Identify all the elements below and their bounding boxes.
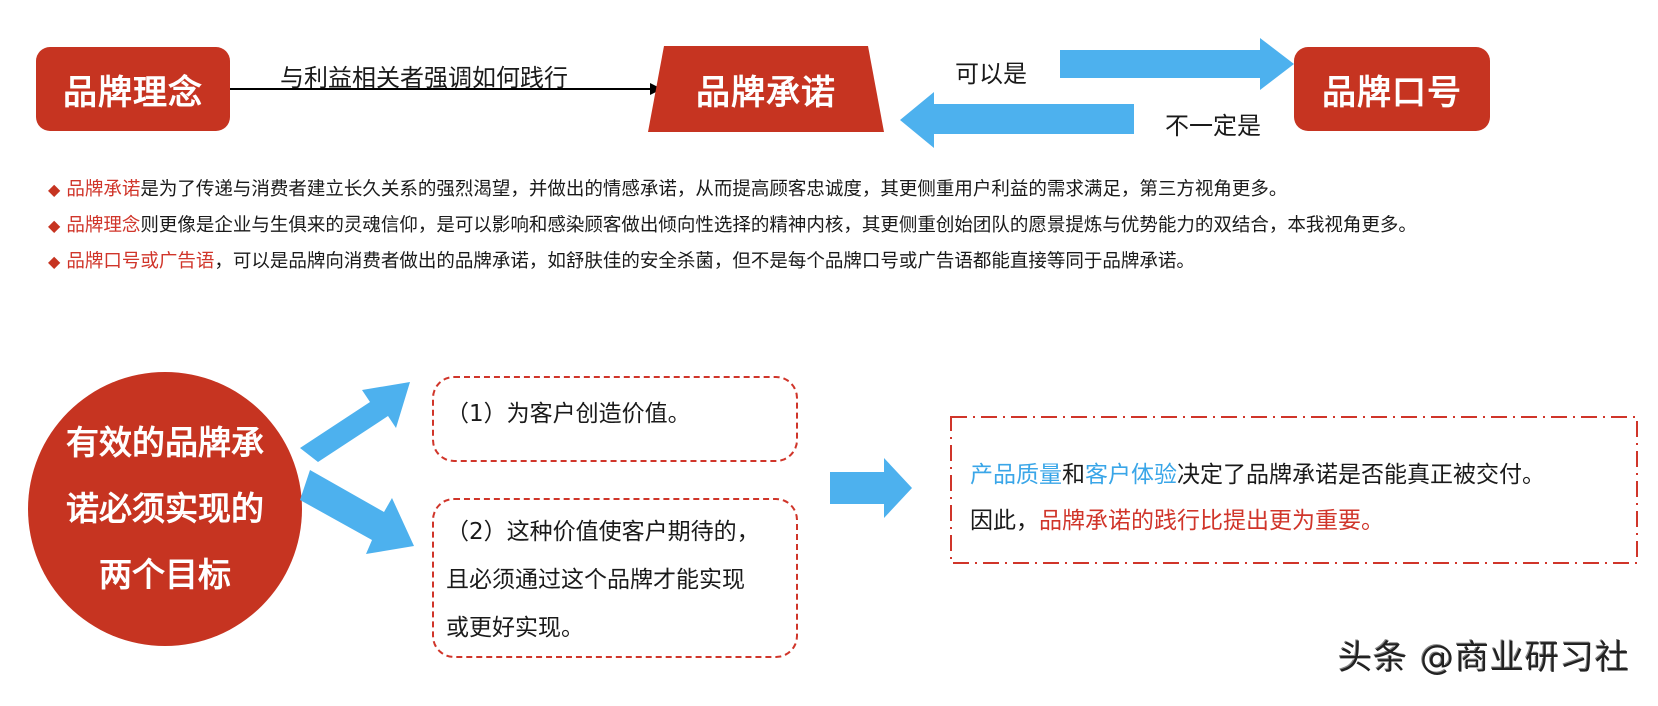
bullet-text: ，可以是品牌向消费者做出的品牌承诺，如舒肤佳的安全杀菌，但不是每个品牌口号或广告…: [214, 251, 1195, 272]
brand-promise-trapezoid: [648, 46, 884, 132]
definition-list: ◆ 品牌承诺是为了传递与消费者建立长久关系的强烈渴望，并做出的情感承诺，从而提高顾…: [48, 172, 1628, 280]
not-necessarily-label: 不一定是: [1165, 112, 1261, 140]
bullet-highlight: 品牌理念: [66, 215, 141, 236]
conjunction-text: 和: [1062, 462, 1085, 488]
brand-promise-label: 品牌承诺: [696, 72, 836, 113]
bullet-brand-slogan: ◆ 品牌口号或广告语，可以是品牌向消费者做出的品牌承诺，如舒肤佳的安全杀菌，但不是…: [48, 244, 1628, 280]
blue-arrow-right-icon: [830, 458, 912, 518]
bullet-brand-philosophy: ◆ 品牌理念则更像是企业与生俱来的灵魂信仰，是可以影响和感染顾客做出倾向性选择的精…: [48, 208, 1628, 244]
circle-line-3: 两个目标: [99, 555, 231, 594]
bullet-text: 是为了传递与消费者建立长久关系的强烈渴望，并做出的情感承诺，从而提高顾客忠诚度，…: [140, 179, 1288, 200]
conclusion-line-1: 产品质量和客户体验决定了品牌承诺是否能真正被交付。: [970, 452, 1545, 498]
bullet-brand-promise: ◆ 品牌承诺是为了传递与消费者建立长久关系的强烈渴望，并做出的情感承诺，从而提高顾…: [48, 172, 1628, 208]
customer-experience-highlight: 客户体验: [1085, 462, 1177, 488]
conclusion-box: 产品质量和客户体验决定了品牌承诺是否能真正被交付。 因此，品牌承诺的践行比提出更…: [950, 416, 1638, 564]
key-takeaway-highlight: 品牌承诺的践行比提出更为重要。: [1039, 508, 1384, 534]
product-quality-highlight: 产品质量: [970, 462, 1062, 488]
circle-line-1: 有效的品牌承: [66, 423, 264, 462]
blue-arrow-right-icon: [1060, 38, 1294, 90]
blue-arrow-up-right-icon: [300, 382, 410, 462]
circle-line-2: 诺必须实现的: [66, 489, 264, 528]
conclusion-text: 产品质量和客户体验决定了品牌承诺是否能真正被交付。 因此，品牌承诺的践行比提出更…: [970, 452, 1545, 544]
goal-2-box: （2）这种价值使客户期待的， 且必须通过这个品牌才能实现 或更好实现。: [432, 498, 798, 658]
brand-philosophy-label: 品牌理念: [63, 72, 203, 113]
bullet-highlight: 品牌承诺: [66, 179, 141, 200]
bullet-highlight: 品牌口号或广告语: [66, 251, 215, 272]
bullet-text: 则更像是企业与生俱来的灵魂信仰，是可以影响和感染顾客做出倾向性选择的精神内核，其…: [140, 215, 1417, 236]
diamond-icon: ◆: [48, 216, 61, 235]
goal-1-box: （1）为客户创造价值。: [432, 376, 798, 462]
goal-1-text: （1）为客户创造价值。: [446, 401, 691, 427]
brand-slogan-box: 品牌口号: [1294, 47, 1490, 131]
therefore-text: 因此，: [970, 508, 1039, 534]
brand-philosophy-box: 品牌理念: [36, 47, 230, 131]
diamond-icon: ◆: [48, 252, 61, 271]
can-be-label: 可以是: [955, 60, 1027, 88]
goal-2-line-1: （2）这种价值使客户期待的，: [446, 519, 760, 545]
goal-2-line-2: 且必须通过这个品牌才能实现: [446, 567, 745, 593]
blue-arrow-left-icon: [900, 92, 1134, 148]
brand-slogan-label: 品牌口号: [1322, 72, 1462, 113]
blue-arrow-down-right-icon: [300, 470, 414, 554]
arrow-right-icon: [230, 83, 662, 95]
diamond-icon: ◆: [48, 180, 61, 199]
watermark: 头条 @商业研习社: [1338, 638, 1630, 678]
conclusion-line-1-rest: 决定了品牌承诺是否能真正被交付。: [1177, 462, 1545, 488]
dash-dot-border: [950, 416, 1638, 564]
conclusion-line-2: 因此，品牌承诺的践行比提出更为重要。: [970, 498, 1545, 544]
arrow-label-how-to-practice: 与利益相关者强调如何践行: [280, 64, 568, 92]
two-goals-circle: 有效的品牌承 诺必须实现的 两个目标: [28, 372, 302, 646]
goal-2-line-3: 或更好实现。: [446, 615, 584, 641]
